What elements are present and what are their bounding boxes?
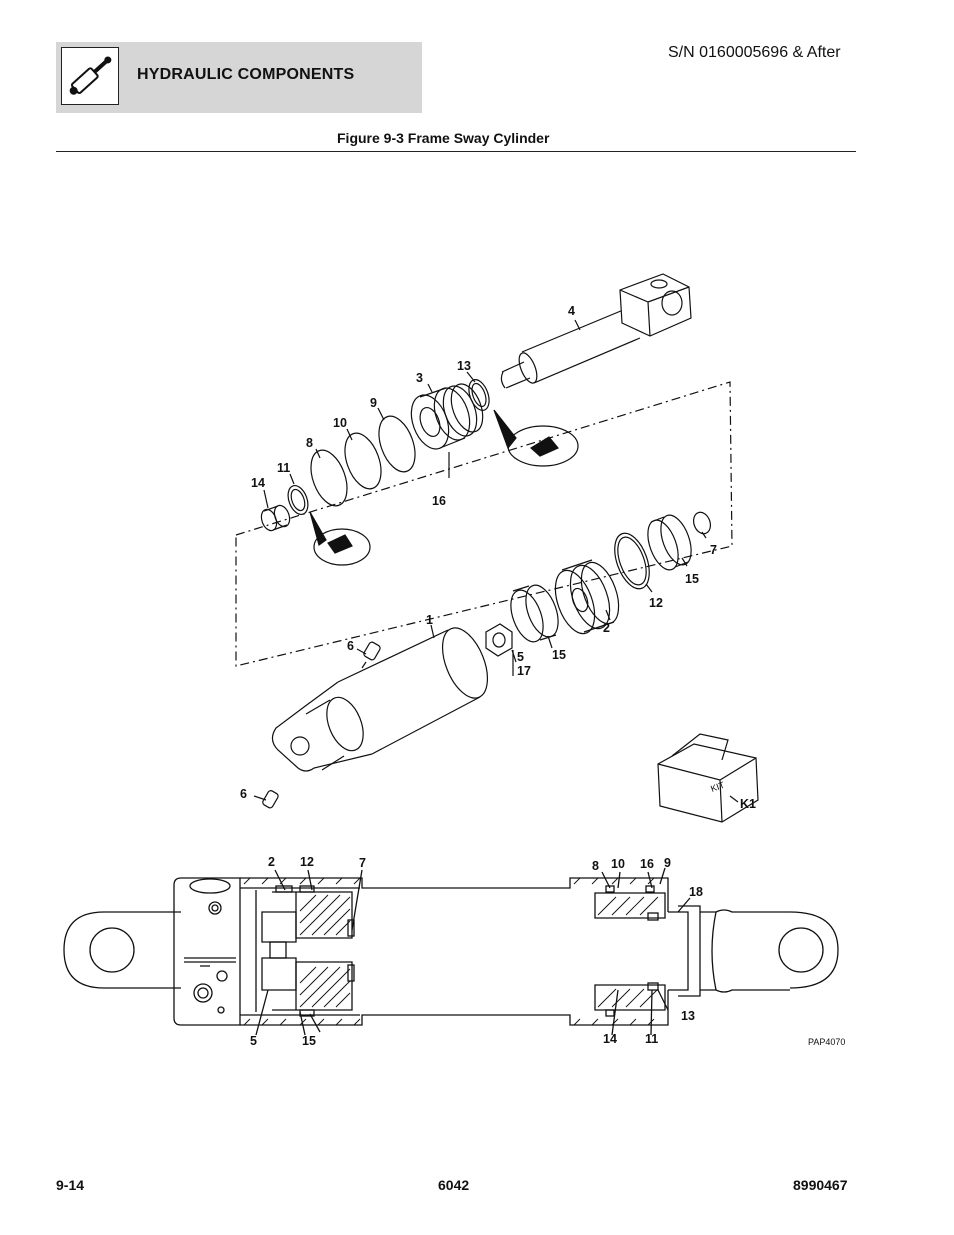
callout-3: 3 [416,371,423,385]
manual-number: 8990467 [793,1177,848,1193]
wiper-11 [287,484,309,516]
callout-8: 8 [306,436,313,450]
o-ring-8 [310,449,348,507]
section-callout-2: 2 [268,855,275,869]
callout-k1: K1 [740,797,756,811]
cylinder-barrel [271,627,489,772]
section-callout-7: 7 [359,856,366,870]
model-number: 6042 [438,1177,470,1193]
section-title: HYDRAULIC COMPONENTS [137,66,355,83]
callout-6-lower: 6 [240,787,247,801]
callout-16: 16 [432,494,446,508]
callout-14: 14 [251,476,265,490]
kit-box-label: KIT [709,780,726,794]
callout-13: 13 [457,359,471,373]
section-callout-18: 18 [689,885,703,899]
page-number: 9-14 [56,1177,85,1193]
callout-15a: 15 [552,648,566,662]
hydraulic-cylinder-icon [61,47,119,105]
callout-15b: 15 [685,572,699,586]
serial-range: S/N 0160005696 & After [668,44,841,61]
callout-11: 11 [277,461,290,475]
section-callout-8: 8 [592,859,599,873]
callout-1: 1 [426,613,433,627]
seal-kit-box [657,733,759,823]
callout-4: 4 [568,304,575,318]
cross-section-view [63,867,839,1036]
header-divider [56,151,856,152]
figure-title: Figure 9-3 Frame Sway Cylinder [337,130,550,146]
callout-7: 7 [710,543,717,557]
o-ring-9 [378,415,416,473]
piston [554,559,620,635]
section-callout-15: 15 [302,1034,316,1048]
bleeder-fitting-upper [361,641,381,669]
bleeder-fitting-lower [262,790,279,809]
wear-ring-15b [647,514,692,571]
seal-detail-bubble-lower [313,528,371,566]
section-callout-9: 9 [664,856,671,870]
callout-10: 10 [333,416,347,430]
callout-6-upper: 6 [347,639,354,653]
ring-13 [468,379,490,411]
drawing-code: PAP4070 [808,1037,845,1047]
cylinder-head [410,383,484,450]
assembly-dashed-outline [235,381,733,667]
callout-12: 12 [649,596,663,610]
bushing-14 [260,504,291,532]
section-callout-14: 14 [603,1032,617,1046]
o-ring-7 [692,511,712,535]
section-callout-16: 16 [640,857,654,871]
section-callout-11: 11 [645,1032,658,1046]
section-callout-12: 12 [300,855,314,869]
section-callout-13: 13 [681,1009,695,1023]
o-ring-10 [344,432,382,490]
callout-9: 9 [370,396,377,410]
callout-5: 5 [517,650,524,664]
section-callout-5: 5 [250,1034,257,1048]
callout-17: 17 [517,664,531,678]
section-callout-10: 10 [611,857,625,871]
callout-2: 2 [603,621,610,635]
piston-rod [500,273,692,389]
seal-12 [614,532,650,590]
lock-nut [485,623,513,657]
